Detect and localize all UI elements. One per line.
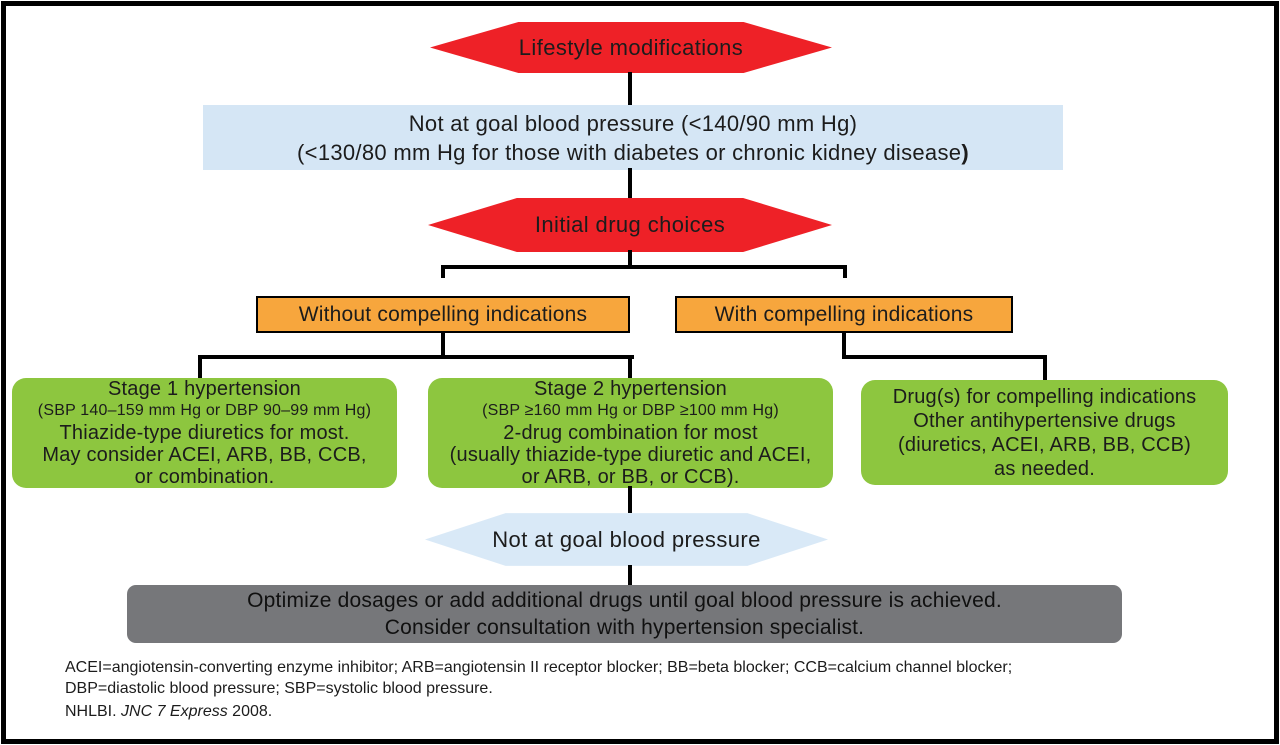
stage2-title: Stage 2 hypertension — [533, 378, 728, 400]
node-compelling-indication-drugs: Drug(s) for compelling indications Other… — [861, 380, 1228, 485]
not-at-goal-line2: (<130/80 mm Hg for those with diabetes o… — [297, 139, 969, 165]
connector-line — [441, 333, 445, 358]
connector-line — [198, 355, 634, 359]
connector-line — [441, 265, 847, 269]
node-not-at-goal-bp: Not at goal blood pressure — [425, 513, 828, 566]
stage1-body-line: or combination. — [134, 466, 275, 488]
footnote-line2: DBP=diastolic blood pressure; SBP=systol… — [65, 680, 493, 697]
connector-line — [842, 333, 846, 358]
connector-line — [842, 355, 1047, 359]
stage1-title: Stage 1 hypertension — [107, 378, 302, 400]
node-without-compelling-indications: Without compelling indications — [256, 296, 630, 333]
connector-line — [441, 265, 445, 278]
stage1-range: (SBP 140–159 mm Hg or DBP 90–99 mm Hg) — [37, 402, 372, 419]
compelling-body-line: (diuretics, ACEI, ARB, BB, CCB) — [898, 433, 1191, 456]
not-at-goal-line1: Not at goal blood pressure (<140/90 mm H… — [408, 110, 858, 136]
stage2-body-line: 2-drug combination for most — [503, 422, 758, 444]
compelling-body-line: as needed. — [994, 457, 1095, 480]
lifestyle-modifications-label: Lifestyle modifications — [518, 34, 744, 60]
stage1-body-line: May consider ACEI, ARB, BB, CCB, — [42, 444, 367, 466]
node-stage2-hypertension: Stage 2 hypertension (SBP ≥160 mm Hg or … — [428, 378, 833, 488]
optimize-line1: Optimize dosages or add additional drugs… — [247, 589, 1002, 612]
connector-line — [1043, 355, 1047, 382]
with-compelling-label: With compelling indications — [714, 302, 974, 326]
connector-line — [628, 168, 632, 199]
node-initial-drug-choices: Initial drug choices — [428, 198, 832, 252]
node-stage1-hypertension: Stage 1 hypertension (SBP 140–159 mm Hg … — [12, 378, 397, 488]
connector-line — [628, 72, 632, 106]
stage2-range: (SBP ≥160 mm Hg or DBP ≥100 mm Hg) — [482, 402, 779, 419]
initial-drug-choices-label: Initial drug choices — [534, 212, 726, 237]
connector-line — [843, 265, 847, 278]
connector-line — [628, 355, 632, 379]
connector-line — [198, 355, 202, 379]
connector-line — [628, 565, 632, 586]
node-not-at-goal-bp-criteria: Not at goal blood pressure (<140/90 mm H… — [203, 105, 1063, 170]
without-compelling-label: Without compelling indications — [298, 302, 588, 326]
compelling-body-line: Drug(s) for compelling indications — [892, 385, 1197, 408]
optimize-line2: Consider consultation with hypertension … — [384, 616, 865, 639]
connector-line — [628, 486, 632, 513]
node-optimize-dosages: Optimize dosages or add additional drugs… — [127, 585, 1122, 643]
node-with-compelling-indications: With compelling indications — [675, 296, 1013, 333]
stage2-body-line: or ARB, or BB, or CCB). — [521, 466, 740, 488]
not-at-goal-bp-label: Not at goal blood pressure — [492, 526, 761, 552]
compelling-body-line: Other antihypertensive drugs — [913, 409, 1176, 432]
stage2-body-line: (usually thiazide-type diuretic and ACEI… — [449, 444, 812, 466]
footnote-line1: ACEI=angiotensin-converting enzyme inhib… — [65, 659, 1013, 676]
stage1-body-line: Thiazide-type diuretics for most. — [59, 422, 350, 444]
abbreviation-footnote: ACEI=angiotensin-converting enzyme inhib… — [65, 657, 1195, 699]
connector-line — [628, 250, 632, 268]
node-lifestyle-modifications: Lifestyle modifications — [430, 22, 832, 73]
source-citation: NHLBI. JNC 7 Express 2008. — [65, 703, 273, 720]
